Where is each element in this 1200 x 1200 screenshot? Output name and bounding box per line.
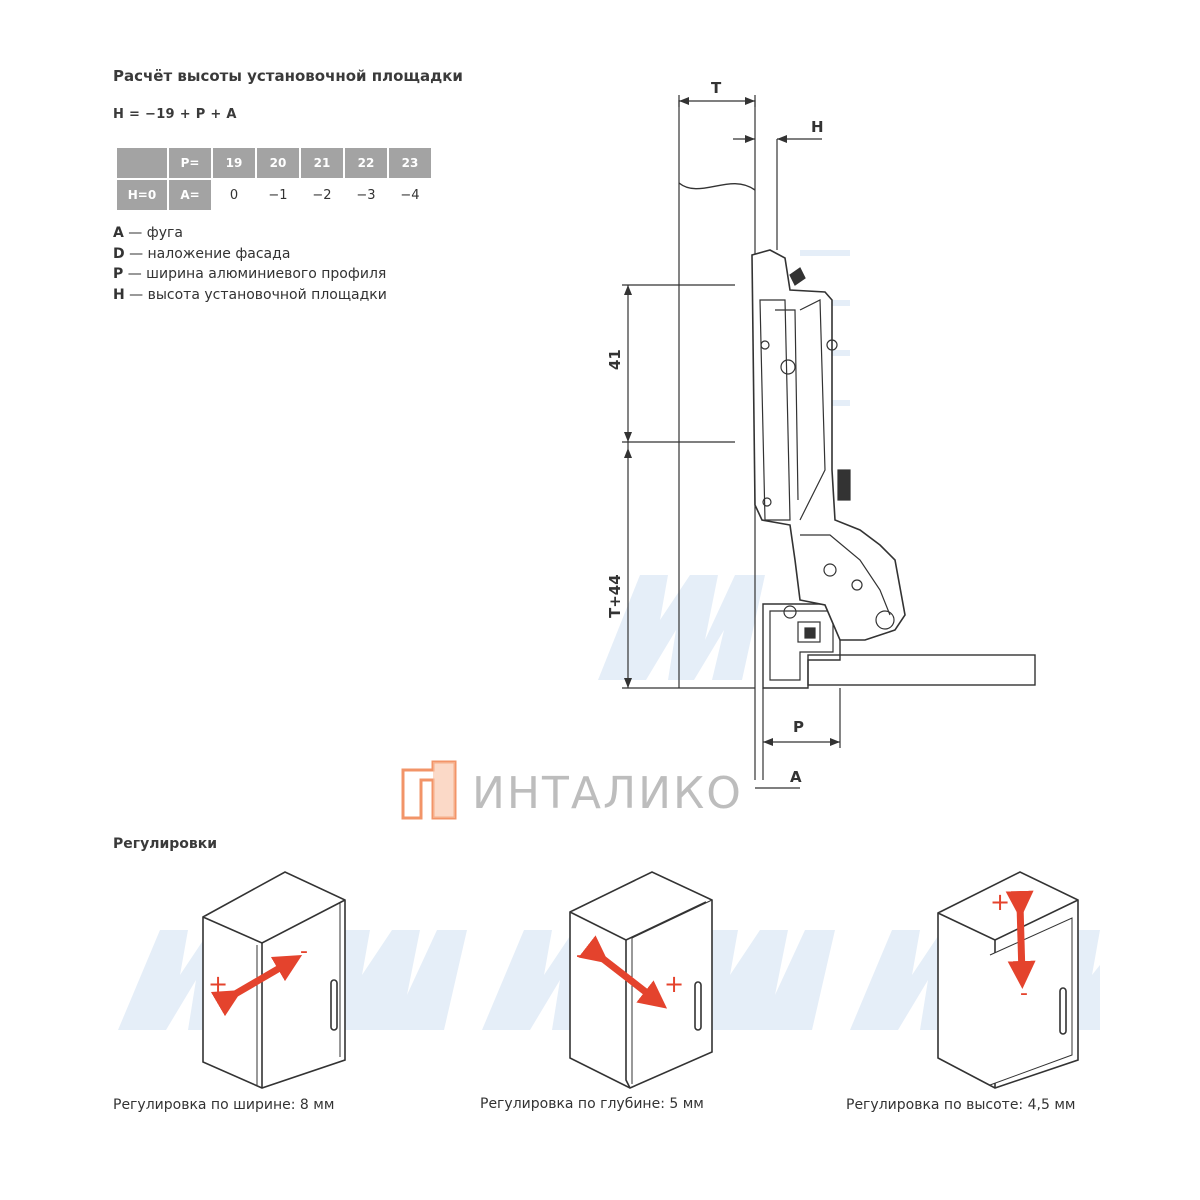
calc-table: P= 19 20 21 22 23 H=0 A= 0 −1 −2 −3 −4 (115, 146, 433, 212)
dim-label-p: P (793, 718, 804, 736)
table-cell: 20 (257, 148, 299, 178)
caption-height: Регулировка по высоте: 4,5 мм (846, 1097, 1076, 1113)
table-cell: A= (169, 180, 211, 210)
dim-label-t: T (711, 79, 722, 97)
legend-item-d: D — наложение фасада (113, 245, 291, 262)
dim-label-t44: T+44 (606, 574, 624, 618)
minus-sign: - (576, 943, 584, 968)
table-cell: −4 (389, 180, 431, 210)
legend-item-p: P — ширина алюминиевого профиля (113, 266, 387, 282)
table-cell: H=0 (117, 180, 167, 210)
intaliko-wordmark: ИНТАЛИКО (472, 768, 743, 819)
table-cell: 0 (213, 180, 255, 210)
intaliko-logo: ИНТАЛИКО (401, 760, 743, 820)
dim-label-a: A (790, 768, 802, 786)
plus-sign: + (208, 970, 228, 998)
table-cell: −1 (257, 180, 299, 210)
table-cell (117, 148, 167, 178)
table-cell: 22 (345, 148, 387, 178)
plus-sign: + (664, 970, 684, 998)
table-row-a: H=0 A= 0 −1 −2 −3 −4 (117, 180, 431, 210)
table-cell: 19 (213, 148, 255, 178)
table-cell: −3 (345, 180, 387, 210)
caption-width: Регулировка по ширине: 8 мм (113, 1097, 335, 1113)
caption-depth: Регулировка по глубине: 5 мм (480, 1096, 704, 1112)
adjust-section-title: Регулировки (113, 836, 218, 852)
plus-sign: + (990, 888, 1010, 916)
legend-item-h: H — высота установочной площадки (113, 286, 387, 303)
height-arrow-icon (1005, 890, 1036, 989)
dim-label-41: 41 (606, 349, 624, 370)
table-cell: −2 (301, 180, 343, 210)
minus-sign: - (1020, 981, 1028, 1006)
depth-arrow-icon (578, 935, 668, 1009)
width-arrow-icon (210, 954, 303, 1017)
legend-item-a: A — фуга (113, 225, 183, 241)
legend: A — фуга D — наложение фасада P — ширина… (113, 223, 387, 305)
dim-label-h: H (811, 118, 824, 136)
minus-sign: - (300, 939, 308, 964)
height-formula: H = −19 + P + A (113, 107, 237, 122)
table-row-p: P= 19 20 21 22 23 (117, 148, 431, 178)
table-cell: 21 (301, 148, 343, 178)
cabinet-depth-illustration (569, 871, 713, 1089)
table-cell: P= (169, 148, 211, 178)
table-cell: 23 (389, 148, 431, 178)
install-section-title: Расчёт высоты установочной площадки (113, 67, 463, 85)
